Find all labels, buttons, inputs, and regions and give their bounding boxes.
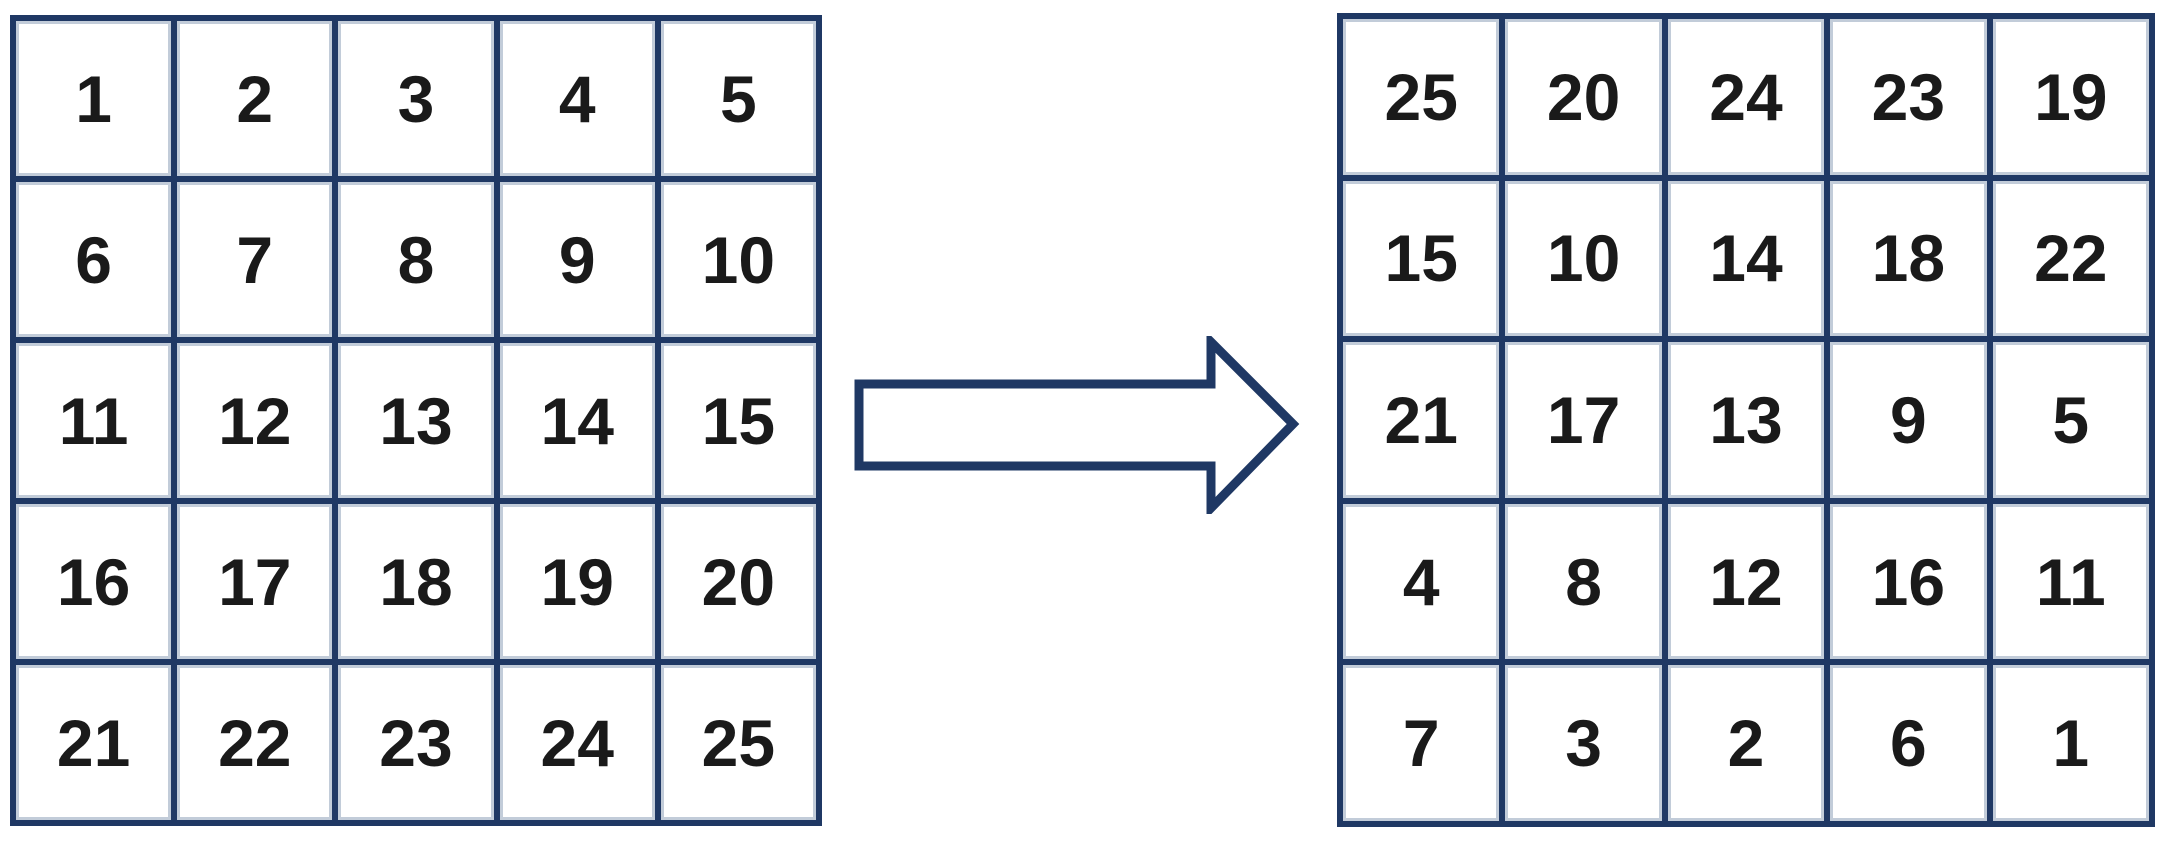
grid-cell: 12 bbox=[1664, 500, 1828, 663]
grid-cell: 18 bbox=[1827, 177, 1990, 340]
grid-cell: 14 bbox=[496, 340, 658, 501]
grid-cell: 11 bbox=[13, 340, 175, 501]
grid-cell: 5 bbox=[657, 18, 819, 179]
grid-cell: 13 bbox=[335, 340, 497, 501]
grid-cell: 21 bbox=[1340, 339, 1503, 501]
grid-cell: 8 bbox=[1502, 500, 1665, 663]
grid-cell: 20 bbox=[657, 501, 819, 662]
grid-cell: 10 bbox=[657, 179, 819, 340]
grid-cell: 24 bbox=[496, 662, 658, 823]
grid-cell: 4 bbox=[1340, 500, 1503, 663]
grid-cell: 9 bbox=[1827, 339, 1990, 501]
grid-cell: 6 bbox=[13, 179, 175, 340]
grid-cell: 2 bbox=[174, 18, 336, 179]
grid-cell: 8 bbox=[335, 179, 497, 340]
grid-cell: 6 bbox=[1827, 662, 1990, 824]
grid-cell: 15 bbox=[657, 340, 819, 501]
right-arrow-icon-svg bbox=[854, 336, 1300, 514]
grid-cell: 11 bbox=[1989, 500, 2152, 663]
grid-cell: 24 bbox=[1664, 16, 1828, 178]
grid-cell: 16 bbox=[13, 501, 175, 662]
grid-cell: 19 bbox=[1989, 16, 2152, 178]
grid-cell: 7 bbox=[174, 179, 336, 340]
grid-cell: 25 bbox=[1340, 16, 1503, 178]
grid-cell: 1 bbox=[13, 18, 175, 179]
grid-cell: 3 bbox=[335, 18, 497, 179]
grid-cell: 16 bbox=[1827, 500, 1990, 663]
right-arrow-icon bbox=[853, 336, 1301, 514]
grid-cell: 21 bbox=[13, 662, 175, 823]
grid-cell: 14 bbox=[1664, 177, 1828, 340]
grid-cell: 10 bbox=[1502, 177, 1665, 340]
grid-cell: 22 bbox=[1989, 177, 2152, 340]
grid-cell: 9 bbox=[496, 179, 658, 340]
grid-cell: 2 bbox=[1664, 662, 1828, 824]
grid-cell: 12 bbox=[174, 340, 336, 501]
grid-cell: 5 bbox=[1989, 339, 2152, 501]
grid-cell: 23 bbox=[335, 662, 497, 823]
grid-cell: 15 bbox=[1340, 177, 1503, 340]
grid-cell: 13 bbox=[1664, 339, 1828, 501]
grid-cell: 18 bbox=[335, 501, 497, 662]
grid-cell: 17 bbox=[1502, 339, 1665, 501]
grid-cell: 1 bbox=[1989, 662, 2152, 824]
grid-cell: 22 bbox=[174, 662, 336, 823]
grid-cell: 20 bbox=[1502, 16, 1665, 178]
grid-cell: 17 bbox=[174, 501, 336, 662]
grid-cell: 7 bbox=[1340, 662, 1503, 824]
grid-cell: 25 bbox=[657, 662, 819, 823]
grid-cell: 23 bbox=[1827, 16, 1990, 178]
grid-cell: 3 bbox=[1502, 662, 1665, 824]
grid-cell: 4 bbox=[496, 18, 658, 179]
grid-cell: 19 bbox=[496, 501, 658, 662]
